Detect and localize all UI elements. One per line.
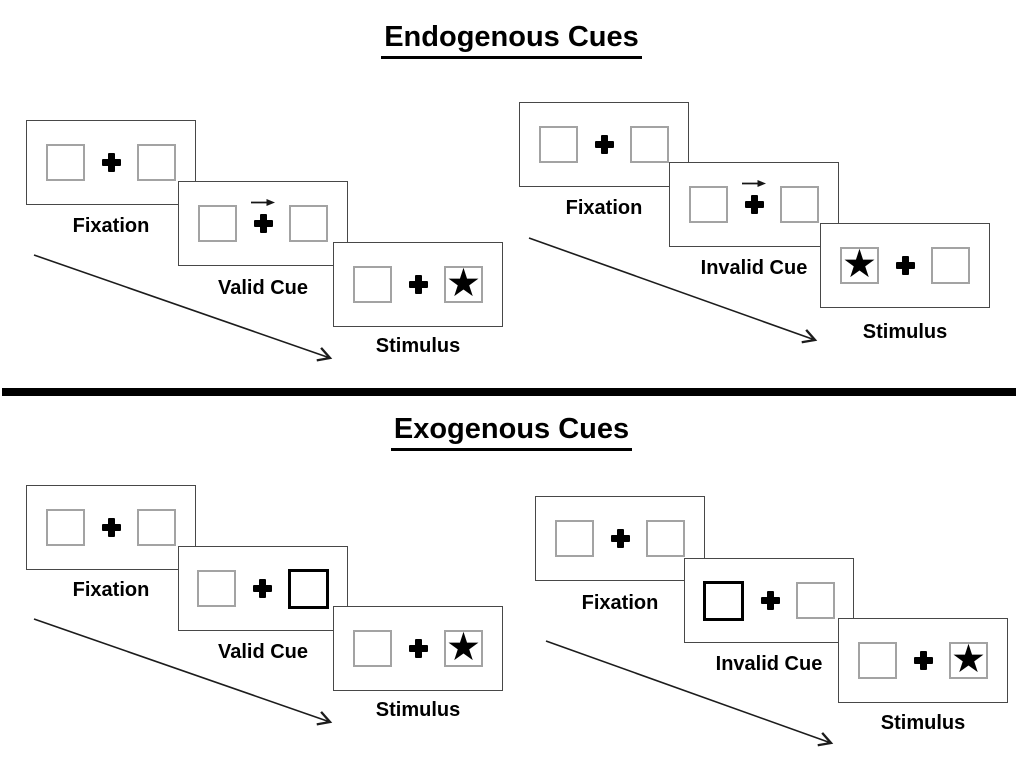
label-exo-invalid-fixation: Fixation — [581, 592, 659, 614]
fixation-cross-icon — [405, 639, 431, 658]
fixation-cross-icon — [910, 651, 936, 670]
panel-exo-valid-cue — [178, 546, 348, 631]
fixation-cross-icon — [405, 275, 431, 294]
stimulus-target-box: ★ — [444, 261, 483, 306]
plus-icon — [895, 256, 915, 275]
right-arrow-cue-icon — [251, 199, 275, 206]
label-endo-invalid-cue: Invalid Cue — [700, 257, 808, 279]
label-endo-invalid-stimulus: Stimulus — [862, 321, 948, 343]
left-placeholder-box — [353, 630, 392, 667]
left-placeholder-box — [858, 642, 897, 679]
panel-exo-invalid-stimulus: ★ — [838, 618, 1008, 703]
panel-exo-invalid-fixation — [535, 496, 705, 581]
star-icon: ★ — [446, 261, 481, 306]
label-endo-valid-cue: Valid Cue — [217, 277, 309, 299]
right-placeholder-box — [137, 144, 176, 181]
section-title-exogenous: Exogenous Cues — [0, 412, 1023, 451]
right-placeholder-box — [630, 126, 669, 163]
cue-highlight-box — [703, 580, 744, 621]
star-icon: ★ — [951, 637, 986, 682]
plus-icon — [594, 135, 614, 154]
right-placeholder-box — [646, 520, 685, 557]
plus-icon — [610, 529, 630, 548]
plus-icon — [252, 579, 272, 598]
cue-highlight-box — [288, 568, 329, 609]
label-exo-invalid-cue: Invalid Cue — [715, 653, 823, 675]
label-endo-valid-fixation: Fixation — [72, 215, 150, 237]
right-placeholder-box — [289, 205, 328, 242]
panel-endo-invalid-stimulus: ★ — [820, 223, 990, 308]
left-placeholder-box — [353, 266, 392, 303]
label-exo-valid-cue: Valid Cue — [217, 641, 309, 663]
section-title-endogenous: Endogenous Cues — [0, 20, 1023, 59]
right-placeholder-box — [931, 247, 970, 284]
left-placeholder-box — [198, 205, 237, 242]
fixation-cross-icon — [249, 579, 275, 598]
left-placeholder-box — [46, 144, 85, 181]
panel-exo-valid-stimulus: ★ — [333, 606, 503, 691]
plus-icon — [101, 153, 121, 172]
star-icon: ★ — [842, 242, 877, 287]
fixation-cross-icon — [892, 256, 918, 275]
label-endo-valid-stimulus: Stimulus — [375, 335, 461, 357]
left-placeholder-box — [539, 126, 578, 163]
label-exo-valid-stimulus: Stimulus — [375, 699, 461, 721]
time-arrow-endo-invalid — [528, 237, 818, 344]
right-placeholder-box — [780, 186, 819, 223]
panel-endo-invalid-fixation — [519, 102, 689, 187]
right-arrow-cue-icon — [742, 180, 766, 187]
panel-exo-valid-fixation — [26, 485, 196, 570]
fixation-cross-with-arrow — [741, 180, 767, 214]
left-placeholder-box — [46, 509, 85, 546]
plus-icon — [744, 195, 764, 214]
panel-endo-invalid-cue — [669, 162, 839, 247]
right-placeholder-box — [796, 582, 835, 619]
plus-icon — [760, 591, 780, 610]
stimulus-target-box: ★ — [444, 625, 483, 670]
label-endo-invalid-fixation: Fixation — [565, 197, 643, 219]
stimulus-target-box: ★ — [840, 242, 879, 287]
plus-icon — [913, 651, 933, 670]
label-exo-invalid-stimulus: Stimulus — [880, 712, 966, 734]
time-arrow-endo-valid — [33, 254, 333, 362]
plus-icon — [253, 214, 273, 233]
fixation-cross-icon — [607, 529, 633, 548]
fixation-cross-with-arrow — [250, 199, 276, 233]
time-arrow-exo-valid — [33, 618, 333, 726]
panel-endo-valid-stimulus: ★ — [333, 242, 503, 327]
plus-icon — [408, 639, 428, 658]
plus-icon — [101, 518, 121, 537]
panel-endo-valid-cue — [178, 181, 348, 266]
fixation-cross-icon — [98, 518, 124, 537]
fixation-cross-icon — [591, 135, 617, 154]
left-placeholder-box — [197, 570, 236, 607]
stimulus-target-box: ★ — [949, 637, 988, 682]
right-placeholder-box — [137, 509, 176, 546]
left-placeholder-box — [555, 520, 594, 557]
fixation-cross-icon — [757, 591, 783, 610]
star-icon: ★ — [446, 625, 481, 670]
left-placeholder-box — [689, 186, 728, 223]
section-divider-line — [2, 388, 1016, 396]
label-exo-valid-fixation: Fixation — [72, 579, 150, 601]
panel-endo-valid-fixation — [26, 120, 196, 205]
panel-exo-invalid-cue — [684, 558, 854, 643]
plus-icon — [408, 275, 428, 294]
fixation-cross-icon — [98, 153, 124, 172]
